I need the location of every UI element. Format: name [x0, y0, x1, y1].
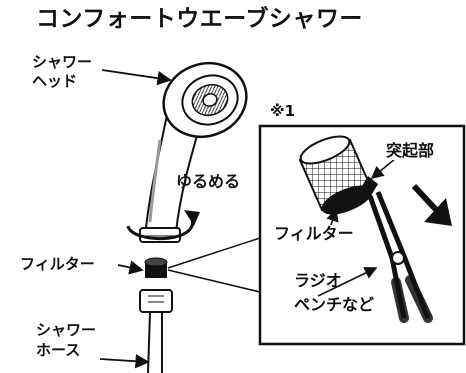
- hose-leader: [99, 354, 150, 369]
- shower-head-drawing: [139, 61, 248, 243]
- pliers-drawing: [362, 176, 433, 323]
- loosen-arrow: [126, 217, 194, 241]
- pliers-label-line1: ラジオ: [294, 271, 342, 290]
- protrusion-label: 突起部: [384, 141, 437, 161]
- protrusion-leader: [370, 157, 397, 180]
- pliers-leader: [317, 267, 378, 297]
- page-title: コンフォートウエーブシャワー: [36, 6, 363, 32]
- shower-head-leader: [101, 69, 172, 86]
- loosen-arrow-head: [184, 210, 200, 226]
- loosen-label: ゆるめる: [176, 172, 241, 191]
- callout-line-upper: [167, 237, 261, 269]
- shower-hose-label-line2: ホース: [36, 341, 81, 359]
- callout-line-lower: [167, 269, 261, 293]
- shower-hose-drawing: [139, 289, 173, 373]
- inset-filter-label: フィルター: [272, 224, 356, 244]
- pliers-label-line2: ペンチなど: [294, 295, 375, 314]
- filter-label: フィルター: [20, 255, 95, 273]
- pull-arrow-head: [424, 198, 452, 226]
- note-mark: ※1: [270, 102, 296, 120]
- shower-head-label-line1: シャワー: [32, 53, 93, 71]
- shower-head-label-line2: ヘッド: [32, 72, 78, 90]
- filter-leader: [117, 260, 144, 275]
- filter-ring: [144, 257, 168, 278]
- shower-hose-label-line1: シャワー: [36, 321, 97, 339]
